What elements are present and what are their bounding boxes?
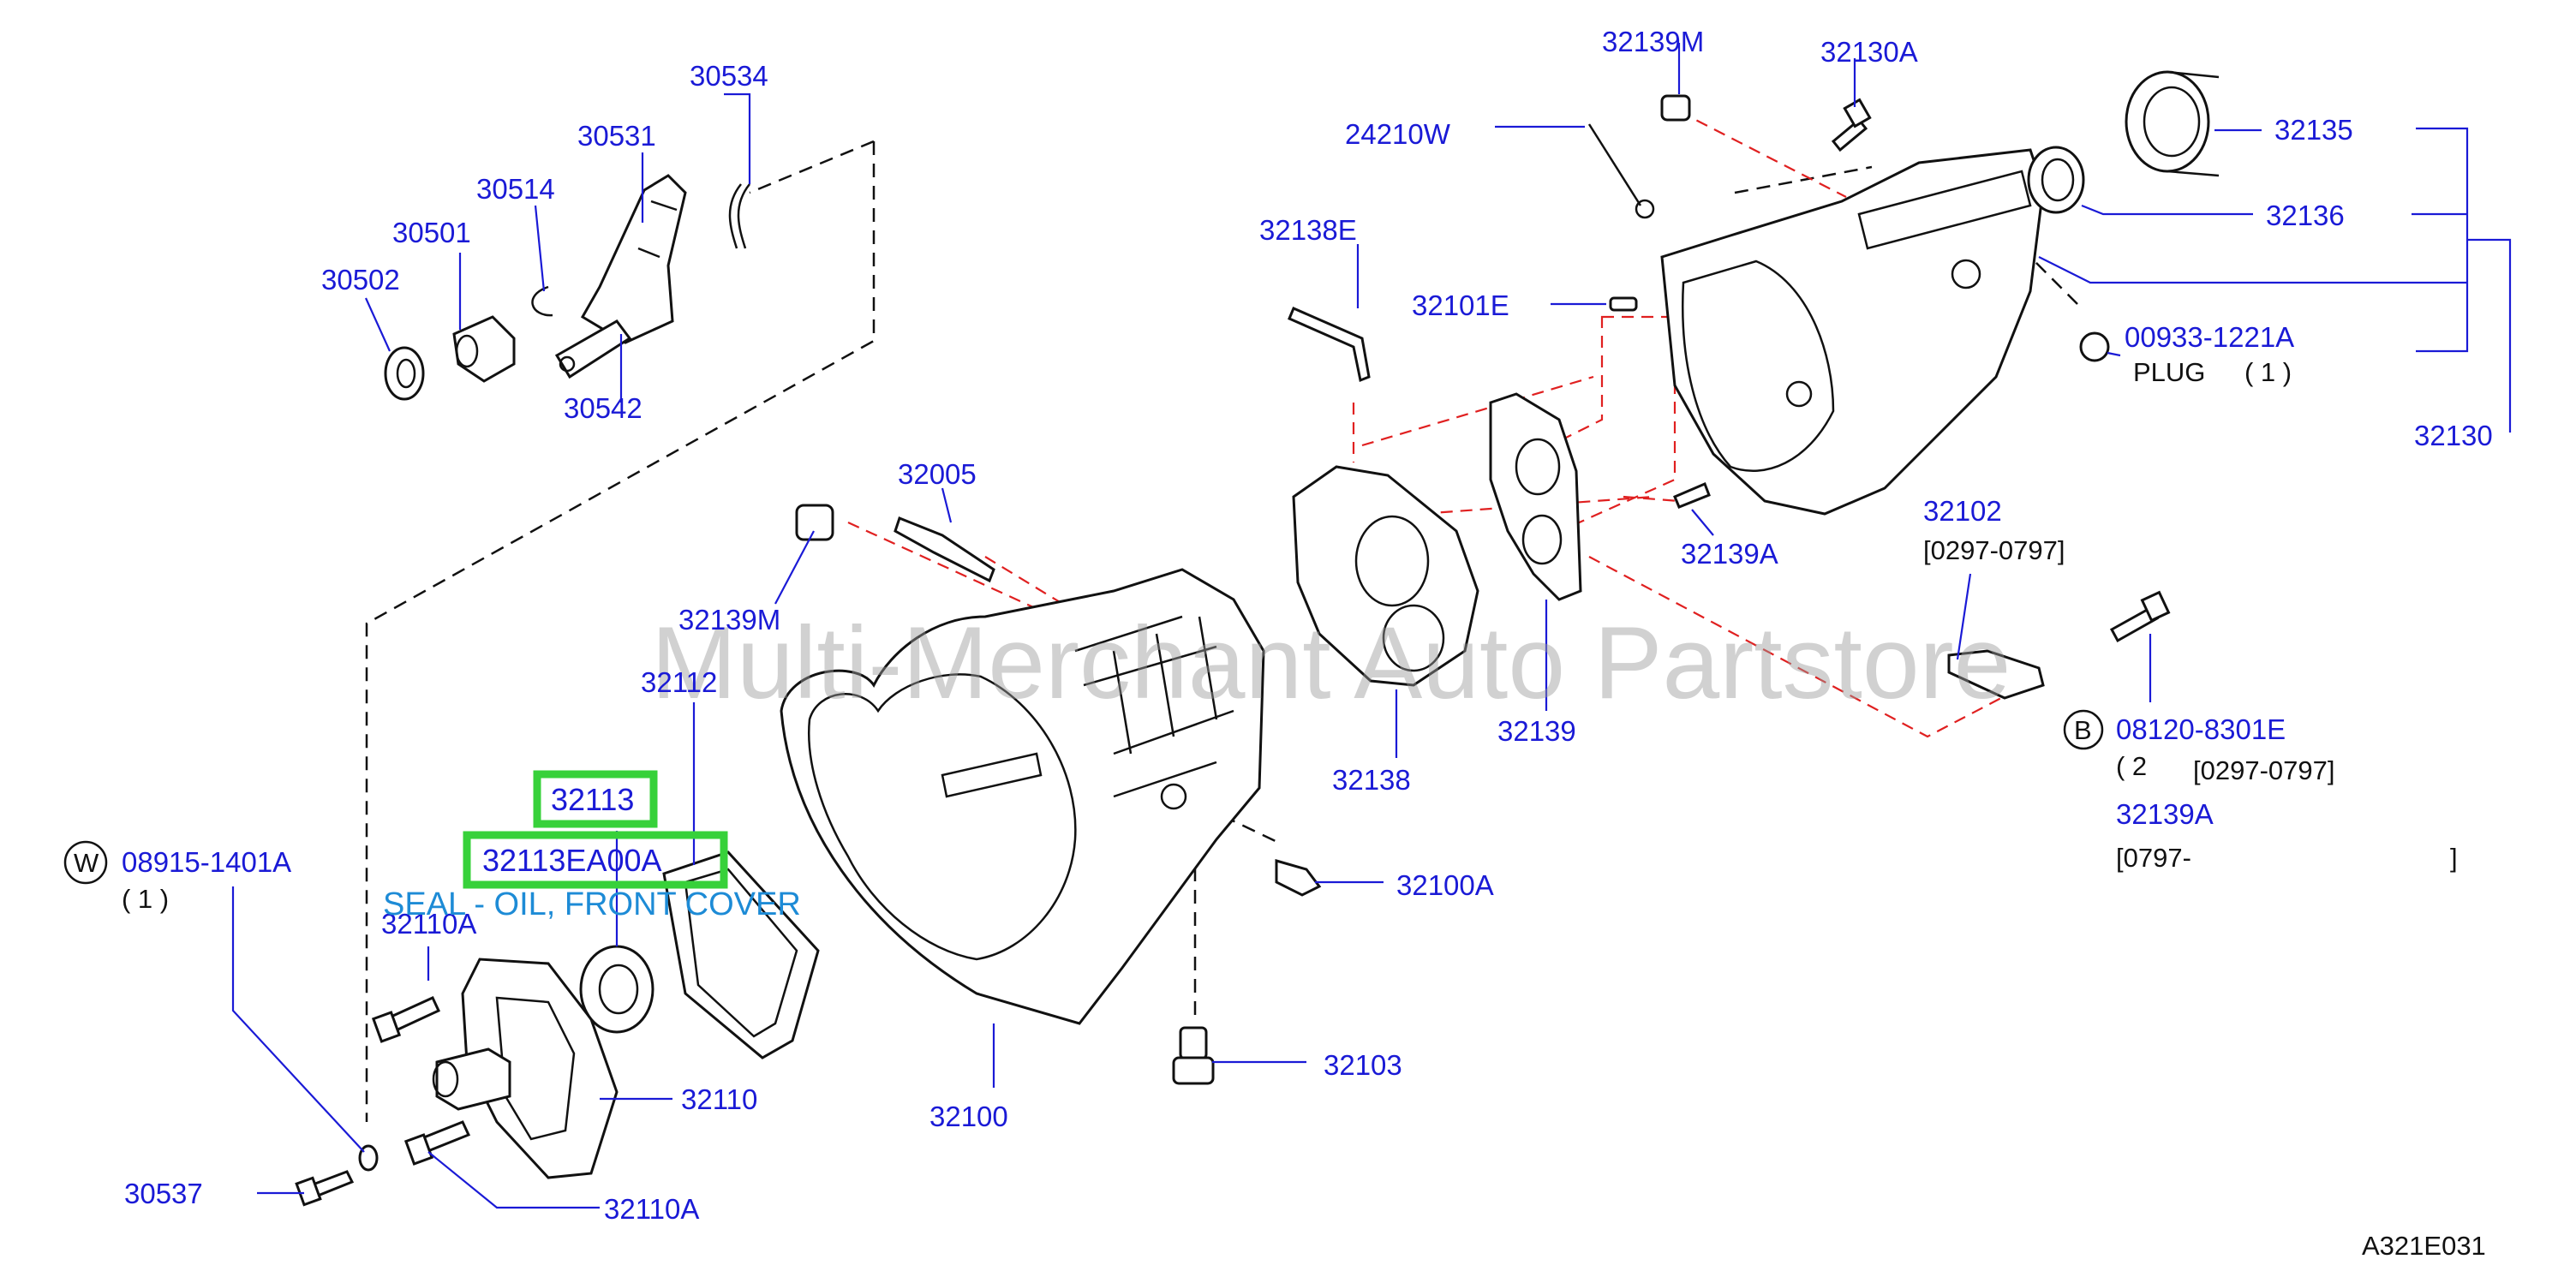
label-32139A-lower[interactable]: 32139A xyxy=(2116,798,2214,830)
label-32112[interactable]: 32112 xyxy=(641,666,717,698)
label-32139M-front[interactable]: 32139M xyxy=(678,604,780,636)
part-32135-bushing[interactable] xyxy=(2125,70,2220,177)
part-32139-gasket-plate[interactable] xyxy=(1489,392,1582,601)
part-24210W-clip[interactable] xyxy=(1587,123,1655,219)
label-32100[interactable]: 32100 xyxy=(929,1101,1008,1132)
label-32139[interactable]: 32139 xyxy=(1497,715,1576,747)
part-32100-transmission-case[interactable] xyxy=(780,568,1265,1025)
label-30501[interactable]: 30501 xyxy=(392,217,471,248)
label-32102-range: [0297-0797] xyxy=(1923,535,2065,565)
part-30501-ball-bearing[interactable] xyxy=(452,315,516,383)
part-30537-bolt[interactable] xyxy=(295,1170,355,1207)
label-32139A-lower-range: [0797- xyxy=(2116,843,2191,873)
part-08120-bolt[interactable] xyxy=(2109,590,2171,643)
label-32139A-upper[interactable]: 32139A xyxy=(1681,538,1778,570)
label-30531[interactable]: 30531 xyxy=(577,120,656,152)
label-32110A-lower[interactable]: 32110A xyxy=(604,1193,699,1225)
part-30502-oil-seal[interactable] xyxy=(384,346,425,401)
part-32101E-dowel[interactable] xyxy=(1609,296,1638,312)
part-30534-spring[interactable] xyxy=(728,183,750,249)
part-32112-gasket[interactable] xyxy=(662,850,820,1059)
label-32130[interactable]: 32130 xyxy=(2414,420,2493,451)
part-32103-drain-plug[interactable] xyxy=(1172,1026,1215,1085)
label-32110[interactable]: 32110 xyxy=(681,1083,757,1115)
highlight-box-oem-code xyxy=(463,831,728,889)
label-30542[interactable]: 30542 xyxy=(564,392,643,424)
label-32100A[interactable]: 32100A xyxy=(1396,869,1494,901)
part-32110-front-cover[interactable] xyxy=(432,958,619,1179)
highlight-part-number[interactable]: 32113 xyxy=(551,782,634,817)
label-32110A-upper[interactable]: 32110A xyxy=(381,908,476,940)
label-32135[interactable]: 32135 xyxy=(2274,114,2353,146)
watermark: Multi-Merchant Auto Partstore xyxy=(651,606,2011,720)
part-32100A-plug[interactable] xyxy=(1275,859,1322,897)
label-08120-range: [0297-0797] xyxy=(2193,755,2334,785)
label-32005[interactable]: 32005 xyxy=(898,458,977,490)
label-30534[interactable]: 30534 xyxy=(690,60,768,92)
part-32139M-plug-front[interactable] xyxy=(795,504,834,541)
part-32130-extension-housing[interactable] xyxy=(1660,148,2045,516)
label-32103[interactable]: 32103 xyxy=(1324,1049,1402,1081)
label-08120-qty: ( 2 xyxy=(2116,751,2147,781)
leader-lines xyxy=(231,43,2512,1209)
part-32110A-bolt-lower[interactable] xyxy=(403,1120,471,1166)
label-30502[interactable]: 30502 xyxy=(321,264,400,295)
part-32102-bracket[interactable] xyxy=(1947,649,2045,700)
label-08915-qty: ( 1 ) xyxy=(122,884,169,914)
part-32139A-bolt-upper[interactable] xyxy=(1673,482,1711,509)
label-00933-1221A[interactable]: 00933-1221A xyxy=(2125,321,2294,353)
part-32138-adapter-plate[interactable] xyxy=(1292,465,1479,687)
label-plug-qty: ( 1 ) xyxy=(2244,357,2292,387)
circle-b-marker xyxy=(2063,709,2104,750)
part-30531-fork[interactable] xyxy=(580,174,687,344)
part-32130A-bolt[interactable] xyxy=(1831,98,1872,152)
label-24210W[interactable]: 24210W xyxy=(1345,118,1451,150)
part-00933-plug[interactable] xyxy=(2079,331,2110,362)
part-32113-oil-seal[interactable] xyxy=(579,945,654,1034)
label-circle-w: W xyxy=(74,848,99,878)
highlight-oem-code[interactable]: 32113EA00A xyxy=(482,843,662,878)
diagram-id: A321E031 xyxy=(2362,1231,2486,1261)
label-plug: PLUG xyxy=(2133,357,2205,387)
highlight-description: SEAL - OIL, FRONT COVER xyxy=(383,886,801,922)
label-32136[interactable]: 32136 xyxy=(2266,200,2345,231)
label-08915-1401A[interactable]: 08915-1401A xyxy=(122,846,291,878)
part-labels: 30534 30531 30514 30501 30502 30542 3200… xyxy=(63,26,2493,1261)
label-32130A[interactable]: 32130A xyxy=(1820,36,1918,68)
label-32138[interactable]: 32138 xyxy=(1332,764,1411,796)
part-32136-oil-seal[interactable] xyxy=(2027,146,2085,214)
part-32139M-plug-rear[interactable] xyxy=(1660,94,1691,122)
label-30537[interactable]: 30537 xyxy=(124,1178,203,1209)
circle-w-marker xyxy=(63,840,108,885)
label-30514[interactable]: 30514 xyxy=(476,173,555,205)
label-32139A-lower-range-close: ] xyxy=(2450,843,2458,873)
highlight-box-part-number xyxy=(533,770,658,828)
label-32139M-rear[interactable]: 32139M xyxy=(1602,26,1704,57)
part-30542-lever[interactable] xyxy=(554,319,632,379)
label-32102[interactable]: 32102 xyxy=(1923,495,2002,527)
part-32138E-breather[interactable] xyxy=(1288,307,1371,383)
part-32005-sensor[interactable] xyxy=(894,516,995,583)
part-30514-clip[interactable] xyxy=(531,285,553,317)
label-32101E[interactable]: 32101E xyxy=(1412,289,1509,321)
label-circle-b: B xyxy=(2074,715,2092,745)
label-08120-8301E[interactable]: 08120-8301E xyxy=(2116,713,2286,745)
label-32138E[interactable]: 32138E xyxy=(1259,214,1357,246)
part-32110A-bolt-upper[interactable] xyxy=(371,996,440,1043)
